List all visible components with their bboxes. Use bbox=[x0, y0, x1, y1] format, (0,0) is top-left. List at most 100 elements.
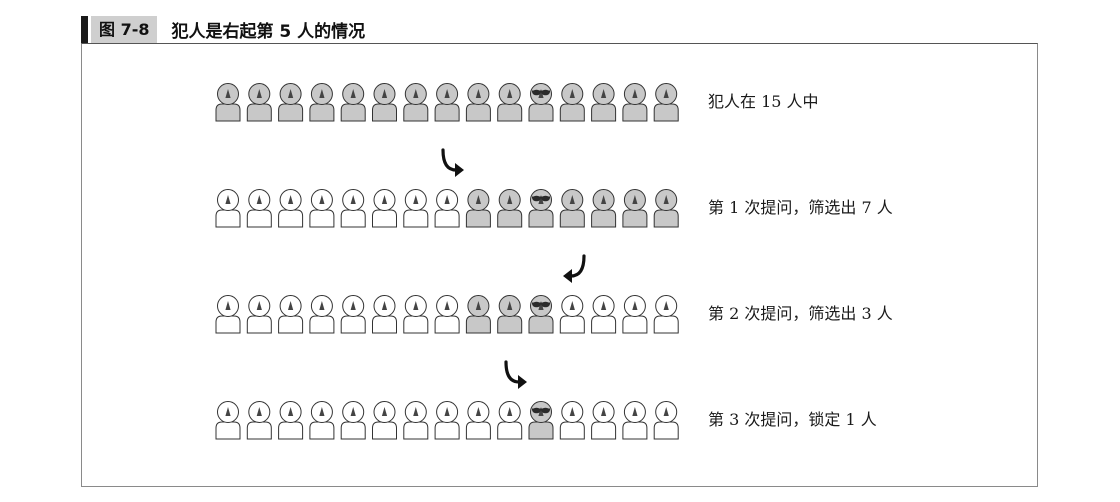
person-figure bbox=[622, 295, 648, 334]
nose-icon bbox=[569, 195, 575, 204]
person-figure bbox=[465, 295, 491, 334]
person-body bbox=[465, 209, 491, 228]
nose-icon bbox=[663, 89, 669, 98]
person-figure bbox=[591, 401, 617, 440]
person-body bbox=[215, 209, 241, 228]
person-body bbox=[434, 315, 460, 334]
culprit-figure bbox=[528, 295, 554, 334]
person-body bbox=[403, 421, 429, 440]
person-figure bbox=[434, 401, 460, 440]
nose-icon bbox=[444, 301, 450, 310]
person-body bbox=[278, 209, 304, 228]
nose-icon bbox=[381, 195, 388, 204]
person-body bbox=[309, 421, 335, 440]
person-figure bbox=[340, 83, 366, 122]
person-figure bbox=[591, 295, 617, 334]
person-body bbox=[340, 209, 366, 228]
culprit-figure bbox=[528, 83, 554, 122]
person-body bbox=[497, 209, 523, 228]
nose-icon bbox=[569, 301, 575, 310]
person-body bbox=[528, 421, 554, 440]
nose-icon bbox=[507, 301, 513, 310]
person-figure bbox=[309, 189, 335, 228]
person-figure bbox=[372, 189, 397, 228]
nose-icon bbox=[663, 195, 669, 204]
figure-caption: 图 7-8 犯人是右起第 5 人的情况 bbox=[81, 16, 365, 43]
person-body bbox=[372, 315, 397, 334]
person-body bbox=[653, 421, 679, 440]
nose-icon bbox=[319, 407, 325, 416]
person-body bbox=[246, 103, 272, 122]
nose-icon bbox=[288, 301, 294, 310]
nose-icon bbox=[256, 195, 262, 204]
person-figure bbox=[434, 295, 460, 334]
culprit-figure bbox=[528, 401, 554, 440]
nose-icon bbox=[444, 407, 450, 416]
nose-icon bbox=[225, 407, 231, 416]
person-body bbox=[497, 103, 523, 122]
person-body bbox=[528, 315, 554, 334]
nose-icon bbox=[381, 301, 388, 310]
person-body bbox=[622, 315, 648, 334]
person-figure bbox=[653, 189, 679, 228]
person-figure bbox=[653, 401, 679, 440]
sunglasses-icon bbox=[532, 195, 550, 202]
nose-icon bbox=[381, 407, 388, 416]
person-body bbox=[434, 103, 460, 122]
person-body bbox=[309, 209, 335, 228]
person-body bbox=[372, 421, 397, 440]
nose-icon bbox=[569, 407, 575, 416]
person-body bbox=[465, 421, 491, 440]
nose-icon bbox=[381, 89, 388, 98]
nose-icon bbox=[475, 407, 481, 416]
person-figure bbox=[340, 189, 366, 228]
nose-icon bbox=[507, 195, 513, 204]
culprit-figure bbox=[528, 189, 554, 228]
sunglasses-icon bbox=[532, 301, 550, 308]
person-figure bbox=[622, 189, 648, 228]
nose-icon bbox=[288, 195, 294, 204]
nose-icon bbox=[507, 89, 513, 98]
person-body bbox=[278, 315, 304, 334]
curved-arrow-icon bbox=[504, 360, 527, 389]
nose-icon bbox=[475, 195, 481, 204]
curved-arrow-icon bbox=[441, 148, 464, 177]
person-body bbox=[528, 209, 554, 228]
nose-icon bbox=[632, 301, 638, 310]
person-figure bbox=[653, 83, 679, 122]
nose-icon bbox=[225, 195, 231, 204]
person-figure bbox=[465, 401, 491, 440]
person-figure bbox=[340, 401, 366, 440]
curved-arrow-icon bbox=[563, 254, 586, 283]
nose-icon bbox=[632, 407, 638, 416]
person-figure bbox=[246, 83, 272, 122]
row-label: 犯人在 15 人中 bbox=[708, 92, 819, 111]
person-figure bbox=[215, 401, 241, 440]
person-body bbox=[434, 209, 460, 228]
person-figure bbox=[403, 83, 429, 122]
person-body bbox=[340, 315, 366, 334]
figure-frame bbox=[81, 43, 1038, 487]
nose-icon bbox=[444, 89, 450, 98]
person-body bbox=[559, 209, 585, 228]
nose-icon bbox=[663, 407, 669, 416]
nose-icon bbox=[350, 407, 356, 416]
person-figure bbox=[434, 83, 460, 122]
person-figure bbox=[309, 295, 335, 334]
person-body bbox=[340, 421, 366, 440]
caption-bar bbox=[81, 16, 88, 43]
person-figure bbox=[278, 295, 304, 334]
person-body bbox=[434, 421, 460, 440]
person-figure bbox=[278, 401, 304, 440]
nose-icon bbox=[413, 89, 419, 98]
person-body bbox=[591, 209, 617, 228]
person-figure bbox=[215, 295, 241, 334]
nose-icon bbox=[601, 195, 607, 204]
person-body bbox=[591, 421, 617, 440]
nose-icon bbox=[256, 89, 262, 98]
person-body bbox=[559, 315, 585, 334]
person-body bbox=[622, 103, 648, 122]
person-body bbox=[497, 315, 523, 334]
person-body bbox=[372, 209, 397, 228]
person-figure bbox=[622, 401, 648, 440]
